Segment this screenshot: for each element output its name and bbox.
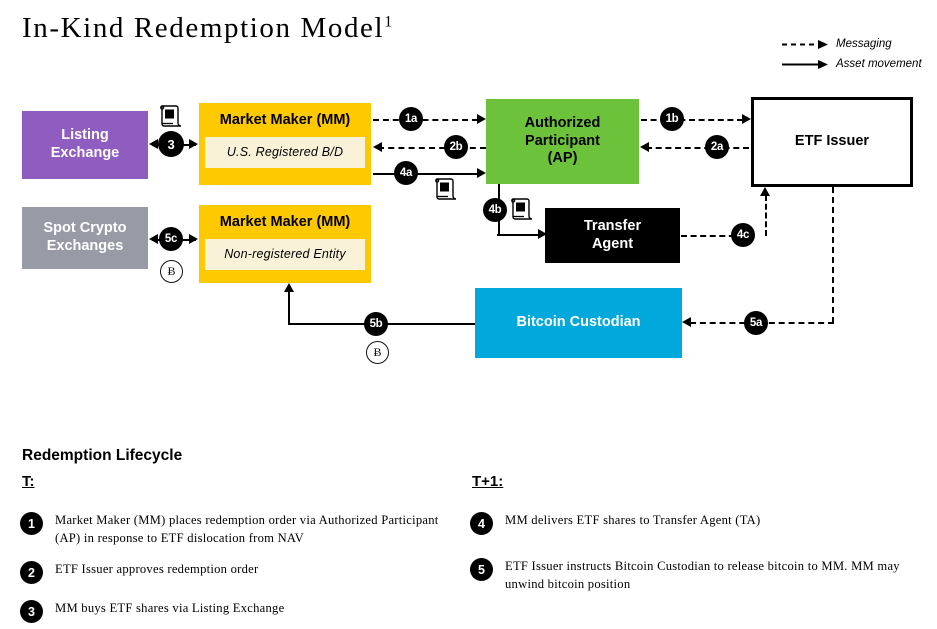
arrowhead-left-spot bbox=[149, 234, 158, 244]
arrowhead-2a bbox=[640, 142, 649, 152]
page-title-footnote: 1 bbox=[384, 13, 393, 31]
lifecycle-step-1: 1 Market Maker (MM) places redemption or… bbox=[20, 512, 450, 548]
lifecycle-column-heading-t1: T+1: bbox=[472, 473, 504, 490]
step-badge-5c[interactable]: 5c bbox=[159, 227, 183, 251]
arrowhead-right-mm1 bbox=[189, 139, 198, 149]
node-market-maker-1-label: Market Maker (MM) bbox=[219, 112, 351, 128]
connector-2b-ap-to-mm1 bbox=[378, 147, 486, 149]
step-badge-5b[interactable]: 5b bbox=[364, 312, 388, 336]
dashed-arrow-icon bbox=[782, 39, 828, 49]
node-spot-crypto-exchanges-label: Spot Crypto Exchanges bbox=[43, 220, 127, 254]
arrowhead-4b bbox=[538, 229, 547, 239]
lifecycle-step-1-text: Market Maker (MM) places redemption orde… bbox=[55, 513, 439, 545]
step-badge-4-legend: 4 bbox=[470, 512, 493, 535]
node-transfer-agent[interactable]: Transfer Agent bbox=[545, 208, 680, 263]
step-badge-5-legend: 5 bbox=[470, 558, 493, 581]
legend-item-asset-movement: Asset movement bbox=[782, 54, 937, 74]
arrowhead-5b bbox=[284, 283, 294, 292]
node-bitcoin-custodian-label: Bitcoin Custodian bbox=[516, 314, 641, 331]
step-badge-3[interactable]: 3 bbox=[158, 131, 184, 157]
node-etf-issuer-label: ETF Issuer bbox=[794, 133, 870, 150]
node-market-maker-2-sublabel: Non-registered Entity bbox=[205, 238, 365, 270]
node-transfer-agent-label: Transfer Agent bbox=[583, 217, 642, 252]
bitcoin-coin-icon: Ƀ bbox=[160, 260, 183, 283]
connector-2a-issuer-to-ap bbox=[646, 147, 749, 149]
scroll-document-icon bbox=[160, 105, 181, 127]
step-badge-2b[interactable]: 2b bbox=[444, 135, 468, 159]
lifecycle-step-4: 4 MM delivers ETF shares to Transfer Age… bbox=[470, 512, 925, 535]
legend-label-messaging: Messaging bbox=[836, 38, 892, 50]
node-spot-crypto-exchanges[interactable]: Spot Crypto Exchanges bbox=[22, 207, 148, 269]
lifecycle-column-heading-t: T: bbox=[22, 473, 35, 490]
node-etf-issuer[interactable]: ETF Issuer bbox=[751, 97, 913, 187]
node-market-maker-1-sublabel: U.S. Registered B/D bbox=[205, 136, 365, 168]
arrowhead-1b bbox=[742, 114, 751, 124]
arrowhead-right-mm2 bbox=[189, 234, 198, 244]
page-title: In-Kind Redemption Model1 bbox=[22, 12, 392, 45]
lifecycle-step-5: 5 ETF Issuer instructs Bitcoin Custodian… bbox=[470, 558, 925, 594]
arrowhead-4a bbox=[477, 168, 486, 178]
connector-1b-ap-to-issuer bbox=[641, 119, 743, 121]
scroll-document-icon bbox=[511, 198, 532, 220]
node-listing-exchange[interactable]: Listing Exchange bbox=[22, 111, 148, 179]
node-market-maker-2-label: Market Maker (MM) bbox=[219, 214, 351, 230]
arrowhead-1a bbox=[477, 114, 486, 124]
node-authorized-participant[interactable]: Authorized Participant (AP) bbox=[486, 99, 639, 184]
lifecycle-step-2-text: ETF Issuer approves redemption order bbox=[55, 562, 259, 576]
connector-4a-mm1-to-ap bbox=[373, 173, 478, 175]
lifecycle-step-5-text: ETF Issuer instructs Bitcoin Custodian t… bbox=[505, 559, 900, 591]
connector-5a-vertical bbox=[832, 187, 834, 323]
legend: Messaging Asset movement bbox=[782, 34, 937, 74]
arrowhead-4c bbox=[760, 187, 770, 196]
step-badge-4b[interactable]: 4b bbox=[483, 198, 507, 222]
connector-4c-vertical bbox=[765, 195, 767, 236]
step-badge-1a[interactable]: 1a bbox=[399, 107, 423, 131]
connector-5b-vertical bbox=[288, 291, 290, 325]
lifecycle-step-4-text: MM delivers ETF shares to Transfer Agent… bbox=[505, 513, 761, 527]
lifecycle-step-2: 2 ETF Issuer approves redemption order bbox=[20, 561, 450, 584]
scroll-document-icon bbox=[435, 178, 456, 200]
step-badge-1: 1 bbox=[20, 512, 43, 535]
step-badge-2: 2 bbox=[20, 561, 43, 584]
lifecycle-step-3: 3 MM buys ETF shares via Listing Exchang… bbox=[20, 600, 450, 623]
step-badge-4a[interactable]: 4a bbox=[394, 161, 418, 185]
arrowhead-2b bbox=[373, 142, 382, 152]
node-listing-exchange-label: Listing Exchange bbox=[50, 127, 120, 161]
step-badge-2a[interactable]: 2a bbox=[705, 135, 729, 159]
arrowhead-5a bbox=[682, 317, 691, 327]
connector-4c-horizontal bbox=[681, 235, 754, 237]
step-badge-5a[interactable]: 5a bbox=[744, 311, 768, 335]
step-badge-3-legend: 3 bbox=[20, 600, 43, 623]
solid-arrow-icon bbox=[782, 59, 828, 69]
arrowhead-left-listing bbox=[149, 139, 158, 149]
page-title-text: In-Kind Redemption Model bbox=[22, 12, 385, 44]
step-badge-4c[interactable]: 4c bbox=[731, 223, 755, 247]
node-bitcoin-custodian[interactable]: Bitcoin Custodian bbox=[475, 288, 682, 358]
step-badge-1b[interactable]: 1b bbox=[660, 107, 684, 131]
connector-1a-mm1-to-ap bbox=[373, 119, 478, 121]
legend-label-asset-movement: Asset movement bbox=[836, 58, 922, 70]
node-market-maker-1[interactable]: Market Maker (MM) U.S. Registered B/D bbox=[199, 103, 371, 185]
node-market-maker-2[interactable]: Market Maker (MM) Non-registered Entity bbox=[199, 205, 371, 283]
connector-4b-horizontal bbox=[497, 234, 542, 236]
legend-item-messaging: Messaging bbox=[782, 34, 937, 54]
bitcoin-coin-icon: Ƀ bbox=[366, 341, 389, 364]
lifecycle-heading: Redemption Lifecycle bbox=[22, 447, 183, 464]
node-authorized-participant-label: Authorized Participant (AP) bbox=[524, 114, 601, 167]
lifecycle-step-3-text: MM buys ETF shares via Listing Exchange bbox=[55, 601, 285, 615]
